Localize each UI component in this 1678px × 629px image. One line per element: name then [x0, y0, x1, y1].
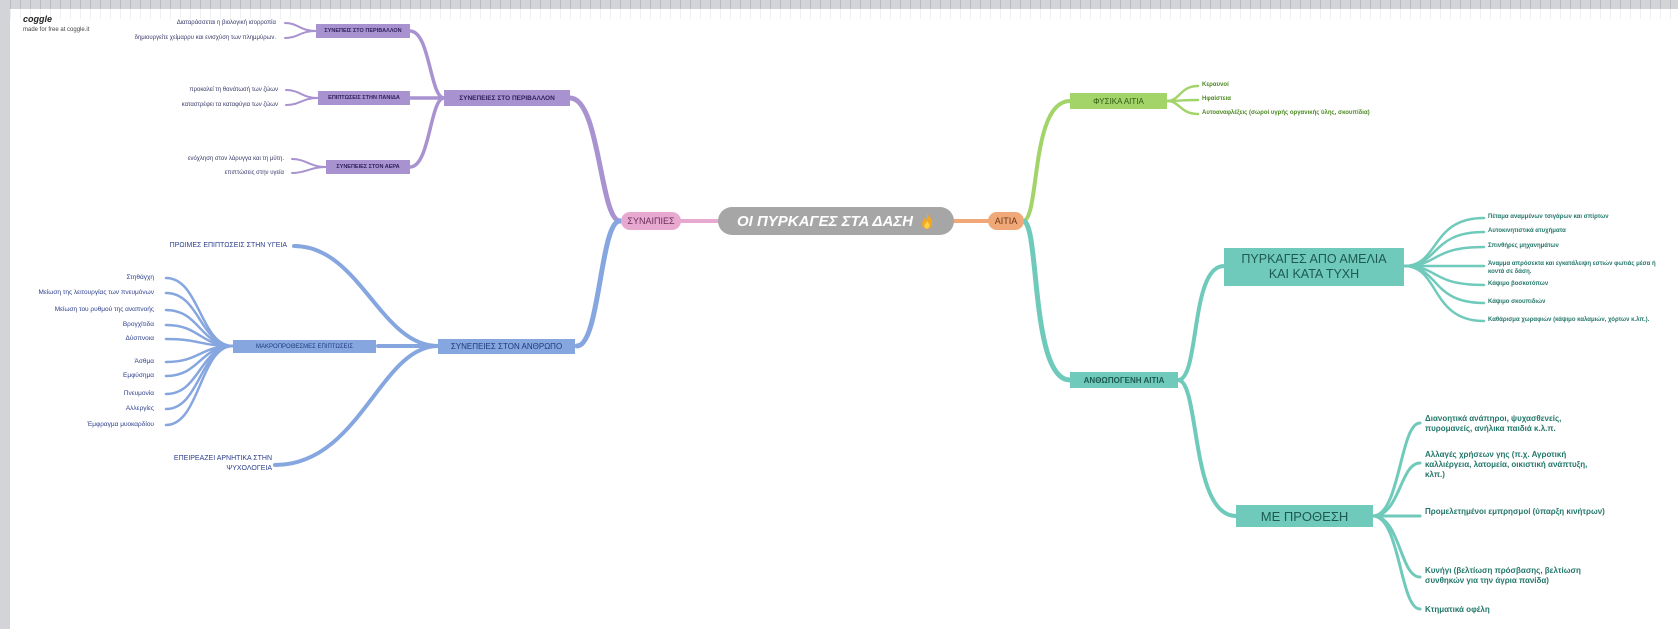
long-term-item[interactable]: Βρογχίτιδα [122, 321, 154, 328]
node-intent[interactable]: ΜΕ ΠΡΟΘΕΣΗ [1236, 505, 1373, 527]
left-ruler [0, 0, 10, 629]
intent-item[interactable]: Προμελετημένοι εμπρησμοί (ύπαρξη κινήτρω… [1425, 507, 1605, 516]
neglect-item[interactable]: Πέταμα αναμμένων τσιγάρων και σπίρτων [1488, 214, 1609, 220]
human-psychology[interactable]: ΕΠΕΙΡΕΑΖΕΙ ΑΡΝΗΤΙΚΑ ΣΤΗΝ ΨΥΧΟΛΟΓΕΙΑ [173, 455, 272, 472]
long-term-item[interactable]: Άσθμα [134, 358, 154, 365]
env-leaf[interactable]: Διαταράσσεται η βιολογική ισορροπία [176, 20, 276, 26]
coggle-tagline: made for free at coggle.it [23, 27, 90, 33]
intent-item[interactable]: Κυνήγι (βελτίωση πρόσβασης, βελτίωση συν… [1425, 566, 1581, 585]
human-early-effects[interactable]: ΠΡΩΙΜΕΣ ΕΠΙΠΤΩΣΕΙΣ ΣΤΗΝ ΥΓΕΙΑ [169, 242, 287, 249]
node-synepeies-main[interactable]: ΣΥΝΑΙΠΙΕΣ [621, 212, 681, 230]
node-aitia-main[interactable]: ΑΙΤΙΑ [988, 212, 1024, 230]
top-ruler [0, 0, 1678, 9]
neglect-item[interactable]: Καθάρισμα χωραφιών (κάψιμο καλαμιών, χόρ… [1488, 317, 1650, 323]
long-term-item[interactable]: Μείωση του ρυθμού της αναπνοής [54, 306, 154, 313]
env-leaf[interactable]: δημιουργείτε χείμαρρυ και ενισχύση των π… [134, 35, 276, 41]
natural-item[interactable]: Ηφαίστεια [1202, 96, 1231, 102]
neglect-item[interactable]: Κάψιμο βοσκοτόπων [1488, 281, 1549, 287]
env-leaf[interactable]: επιπτώσεις στην υγεία [224, 170, 284, 176]
env-leaf[interactable]: προκαλεί τη θανάτωσή των ζώων [189, 87, 278, 93]
long-term-item[interactable]: Στηθάγχη [126, 274, 154, 281]
long-term-item[interactable]: Μείωση της λειτουργίας των πνευμόνων [38, 289, 154, 296]
long-term-item[interactable]: Έμφραγμα μυοκαρδίου [87, 421, 154, 428]
long-term-item[interactable]: Πνευμονία [123, 390, 154, 397]
neglect-item[interactable]: Σπινθήρες μηχανημάτων [1488, 243, 1559, 249]
root-title: ΟΙ ΠΥΡΚΑΓΕΣ ΣΤΑ ΔΑΣΗ [736, 212, 913, 230]
long-term-item[interactable]: Εμφύσημα [123, 372, 154, 379]
node-env-group-1[interactable]: ΣΥΝΕΠΕΙΣ ΣΤΟ ΠΕΡΙΒΑΛΛΟΝ [316, 24, 410, 38]
neglect-item[interactable]: Άναμμα απρόσεκτα και εγκατάλειψη εστιών … [1488, 261, 1656, 275]
node-anthropogenic-causes[interactable]: ΑΝΘΩΠΟΓΕΝΗ ΑΙΤΙΑ [1070, 372, 1178, 388]
root-node[interactable]: ΟΙ ΠΥΡΚΑΓΕΣ ΣΤΑ ΔΑΣΗ [718, 207, 954, 235]
intent-item[interactable]: Αλλαγές χρήσεων γης (π.χ. Αγροτική καλλι… [1425, 450, 1588, 479]
natural-item[interactable]: Αυτοαναφλέξεις (σωροί υγρής οργανικής ύλ… [1202, 110, 1370, 116]
natural-item[interactable]: Κεραυνοί [1202, 82, 1229, 88]
fire-icon [922, 213, 933, 229]
node-natural-causes[interactable]: ΦΥΣΙΚΑ ΑΙΤΙΑ [1070, 93, 1167, 109]
node-human-main[interactable]: ΣΥΝΕΠΕΙΕΣ ΣΤΟΝ ΑΝΘΡΩΠΟ [438, 339, 575, 354]
neglect-item[interactable]: Αυτοκινητιστικά ατυχήματα [1488, 228, 1566, 234]
node-neglect[interactable]: ΠΥΡΚΑΓΕΣ ΑΠΟ ΑΜΕΛΙΑ ΚΑΙ ΚΑΤΑ ΤΥΧΗ [1224, 248, 1404, 286]
node-long-term[interactable]: ΜΑΚΡΟΠΡΟΘΕΣΜΕΣ ΕΠΙΠΤΩΣΕΙΣ [233, 340, 376, 353]
env-leaf[interactable]: καταστρέφει τα καταφύγια των ζώων [181, 102, 278, 108]
neglect-item[interactable]: Κάψιμο σκουπιδιών [1488, 299, 1546, 305]
coggle-logo[interactable]: coggle [23, 14, 53, 24]
long-term-item[interactable]: Αλλεργίες [125, 405, 154, 412]
mindmap-canvas[interactable] [10, 9, 1678, 629]
node-env-group-3[interactable]: ΣΥΝΕΠΕΙΕΣ ΣΤΟΝ ΑΕΡΑ [326, 160, 410, 174]
intent-item[interactable]: Διανοητικά ανάπηροι, ψυχασθενείς, πυρομα… [1425, 414, 1562, 433]
long-term-item[interactable]: Δύσπνοια [125, 335, 154, 342]
intent-item[interactable]: Κτηματικά οφέλη [1425, 605, 1490, 614]
node-env-main[interactable]: ΣΥΝΕΠΕΙΕΣ ΣΤΟ ΠΕΡΙΒΑΛΛΟΝ [444, 90, 570, 106]
env-leaf[interactable]: ενόχληση στον λάρυγγα και τη μύτη. [187, 156, 284, 162]
node-env-group-2[interactable]: ΕΠΙΠΤΩΣΕΙΣ ΣΤΗΝ ΠΑΝΙΔΑ [318, 91, 410, 105]
